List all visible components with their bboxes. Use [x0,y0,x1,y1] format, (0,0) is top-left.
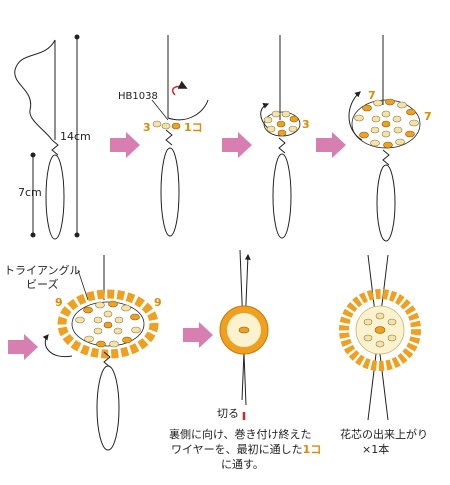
step-3: 3 [260,35,310,239]
bead-ring-outline [71,301,145,347]
finished-flower-outer [339,289,421,371]
count-7-label: 7 [424,110,432,123]
triangle-bead-label-line1: トライアングル [4,263,81,277]
step-5: トライアングル ビーズ 9 9 [4,255,162,451]
wire-curl [167,99,209,121]
note-line3: に通す。 [221,458,264,471]
step-arrow [222,132,252,158]
outer-bead-ring [57,289,159,359]
step-arrow [8,334,38,360]
twist [51,139,59,156]
length-7cm-label: 7cm [18,186,42,199]
count-9-label: 9 [55,296,63,309]
result-line1: 花芯の出来上がり [340,427,428,441]
step-1: 14cm 7cm [14,34,91,240]
measure-dot [74,232,80,238]
step-6: 切る 裏側に向け、巻き付け終えた ワイヤーを、最初に通した1コ に通す。 [169,249,321,471]
leader-line [77,269,89,301]
step-arrow [183,322,213,348]
length-14cm-label: 14cm [60,130,91,143]
part-code-label: HB1038 [118,91,158,102]
measure-dot [30,152,36,158]
step-arrow [110,132,140,158]
wire-loop [160,147,180,237]
twist [382,149,390,166]
center-bead [238,326,250,334]
wire-loop [376,164,396,242]
wire-loop [45,154,65,240]
wire-curl [14,39,56,141]
inner-bead-cluster [75,300,141,348]
step-arrow [316,132,346,158]
cut-label: 切る [217,407,239,420]
wrap-arrow [171,80,188,96]
count-9-label: 9 [154,296,162,309]
wrap-arrow [42,334,73,358]
result-line2: ×1本 [362,442,389,456]
twist [278,137,286,154]
count-7-label: 7 [368,89,376,102]
step-4: 7 7 [348,35,432,242]
measure-dot [30,232,36,238]
triangle-bead-label-line2: ビーズ [26,277,58,291]
leader-line [151,99,169,121]
step-7-result: 花芯の出来上がり ×1本 [339,254,428,456]
note-1ko: 1コ [303,443,322,456]
wrap-arrow [348,91,363,141]
count-1ko-label: 1コ [184,121,203,134]
twist [165,129,173,146]
note-line2: ワイヤーを、最初に通した1コ [171,442,321,456]
bead-ring [354,98,419,149]
wire-loop [96,365,120,451]
measure-dot [74,34,80,40]
count-3-label: 3 [143,121,151,134]
finished-flower-beads [363,312,397,348]
count-3-label: 3 [302,118,310,131]
step-2: HB1038 3 1コ [118,35,209,237]
bead-ring [263,110,299,137]
note-line1: 裏側に向け、巻き付け終えた [169,427,311,441]
wire-loop [272,153,292,239]
bead-row [152,120,181,130]
twist [103,351,111,368]
